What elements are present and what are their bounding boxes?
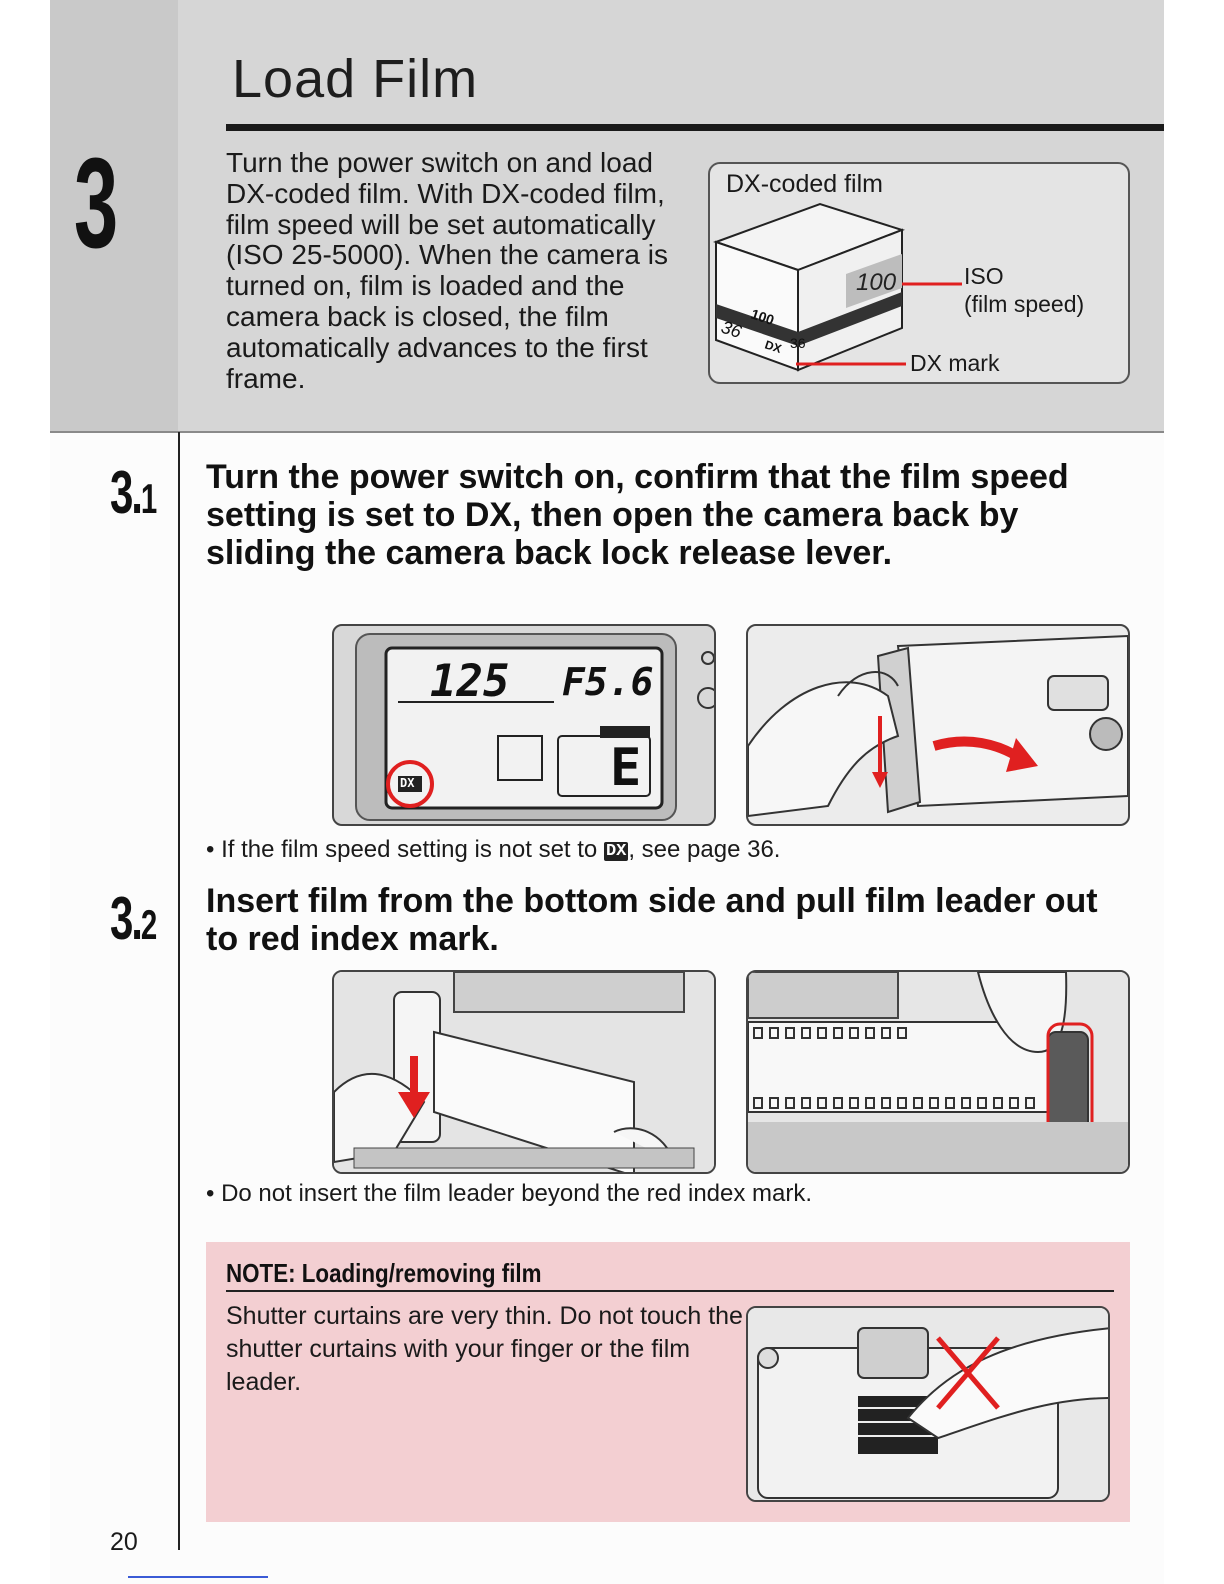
header-band-divider bbox=[50, 431, 1164, 433]
step-3-2-number-minor: 2 bbox=[140, 901, 158, 948]
dx-diagram-heading: DX-coded film bbox=[726, 170, 883, 198]
page-number-underline bbox=[128, 1576, 268, 1578]
lcd-dx-indicator: DX bbox=[400, 776, 415, 790]
step-3-1-note-suffix: , see page 36. bbox=[628, 836, 781, 863]
margin-vertical-rule bbox=[178, 432, 180, 1550]
page-title: Load Film bbox=[232, 49, 479, 109]
dx-film-diagram: DX-coded film 100 100 36 DX 36 ISO (film… bbox=[708, 162, 1130, 384]
step-3-2-number-major: 3. bbox=[110, 885, 143, 952]
lcd-exposure-mode: E bbox=[610, 738, 642, 798]
camera-back-release-photo bbox=[746, 624, 1130, 826]
lcd-panel-illustration bbox=[355, 633, 714, 821]
dx-setting-glyph: DX bbox=[603, 842, 629, 861]
iso-label-line2: (film speed) bbox=[964, 291, 1085, 317]
page-number: 20 bbox=[110, 1528, 138, 1556]
intro-paragraph: Turn the power switch on and load DX-cod… bbox=[226, 147, 668, 394]
step-3-1-note: • If the film speed setting is not set t… bbox=[206, 836, 780, 864]
note-text: Shutter curtains are very thin. Do not t… bbox=[226, 1302, 743, 1396]
film-leader-index-illustration bbox=[748, 972, 1128, 1172]
step-3-2-instruction: Insert film from the bottom side and pul… bbox=[206, 882, 1098, 958]
box-print-dx: DX bbox=[763, 338, 783, 356]
chapter-number: 3 bbox=[74, 132, 118, 275]
left-margin bbox=[0, 0, 50, 1584]
note-box: NOTE: Loading/removing film Shutter curt… bbox=[206, 1242, 1130, 1522]
box-print-36b: 36 bbox=[790, 335, 806, 351]
note-title: NOTE: Loading/removing film bbox=[226, 1258, 542, 1288]
insert-film-illustration bbox=[334, 972, 714, 1172]
iso-label: ISO (film speed) bbox=[964, 262, 1084, 318]
step-3-2-number: 3.2 bbox=[110, 884, 157, 953]
step-3-2-note: • Do not insert the film leader beyond t… bbox=[206, 1180, 813, 1207]
note-rule bbox=[226, 1290, 1114, 1292]
iso-label-line1: ISO bbox=[964, 263, 1004, 289]
film-perforations bbox=[753, 1027, 1035, 1109]
dx-mark-label: DX mark bbox=[910, 350, 1000, 376]
box-print-iso-front: 100 bbox=[749, 306, 776, 329]
step-3-1-number-minor: 1 bbox=[140, 475, 158, 522]
step-3-1-number: 3.1 bbox=[110, 458, 157, 527]
step-3-1-note-prefix: • If the film speed setting is not set t… bbox=[206, 836, 604, 863]
film-box-illustration: 100 100 36 DX 36 bbox=[712, 202, 962, 372]
lcd-aperture: F5.6 bbox=[562, 660, 654, 704]
shutter-curtain-illustration bbox=[748, 1308, 1108, 1500]
box-print-iso-side: 100 bbox=[856, 269, 897, 296]
lcd-shutter-speed: 125 bbox=[430, 656, 510, 707]
lcd-panel-photo: 125 F5.6 E DX bbox=[332, 624, 716, 826]
step-3-1-instruction: Turn the power switch on, confirm that t… bbox=[206, 458, 1069, 572]
camera-back-release-illustration bbox=[748, 634, 1128, 818]
title-rule bbox=[226, 124, 1164, 131]
right-margin bbox=[1164, 0, 1224, 1584]
film-leader-index-photo bbox=[746, 970, 1130, 1174]
insert-film-photo bbox=[332, 970, 716, 1174]
step-3-1-number-major: 3. bbox=[110, 459, 143, 526]
shutter-curtain-photo bbox=[746, 1306, 1110, 1502]
